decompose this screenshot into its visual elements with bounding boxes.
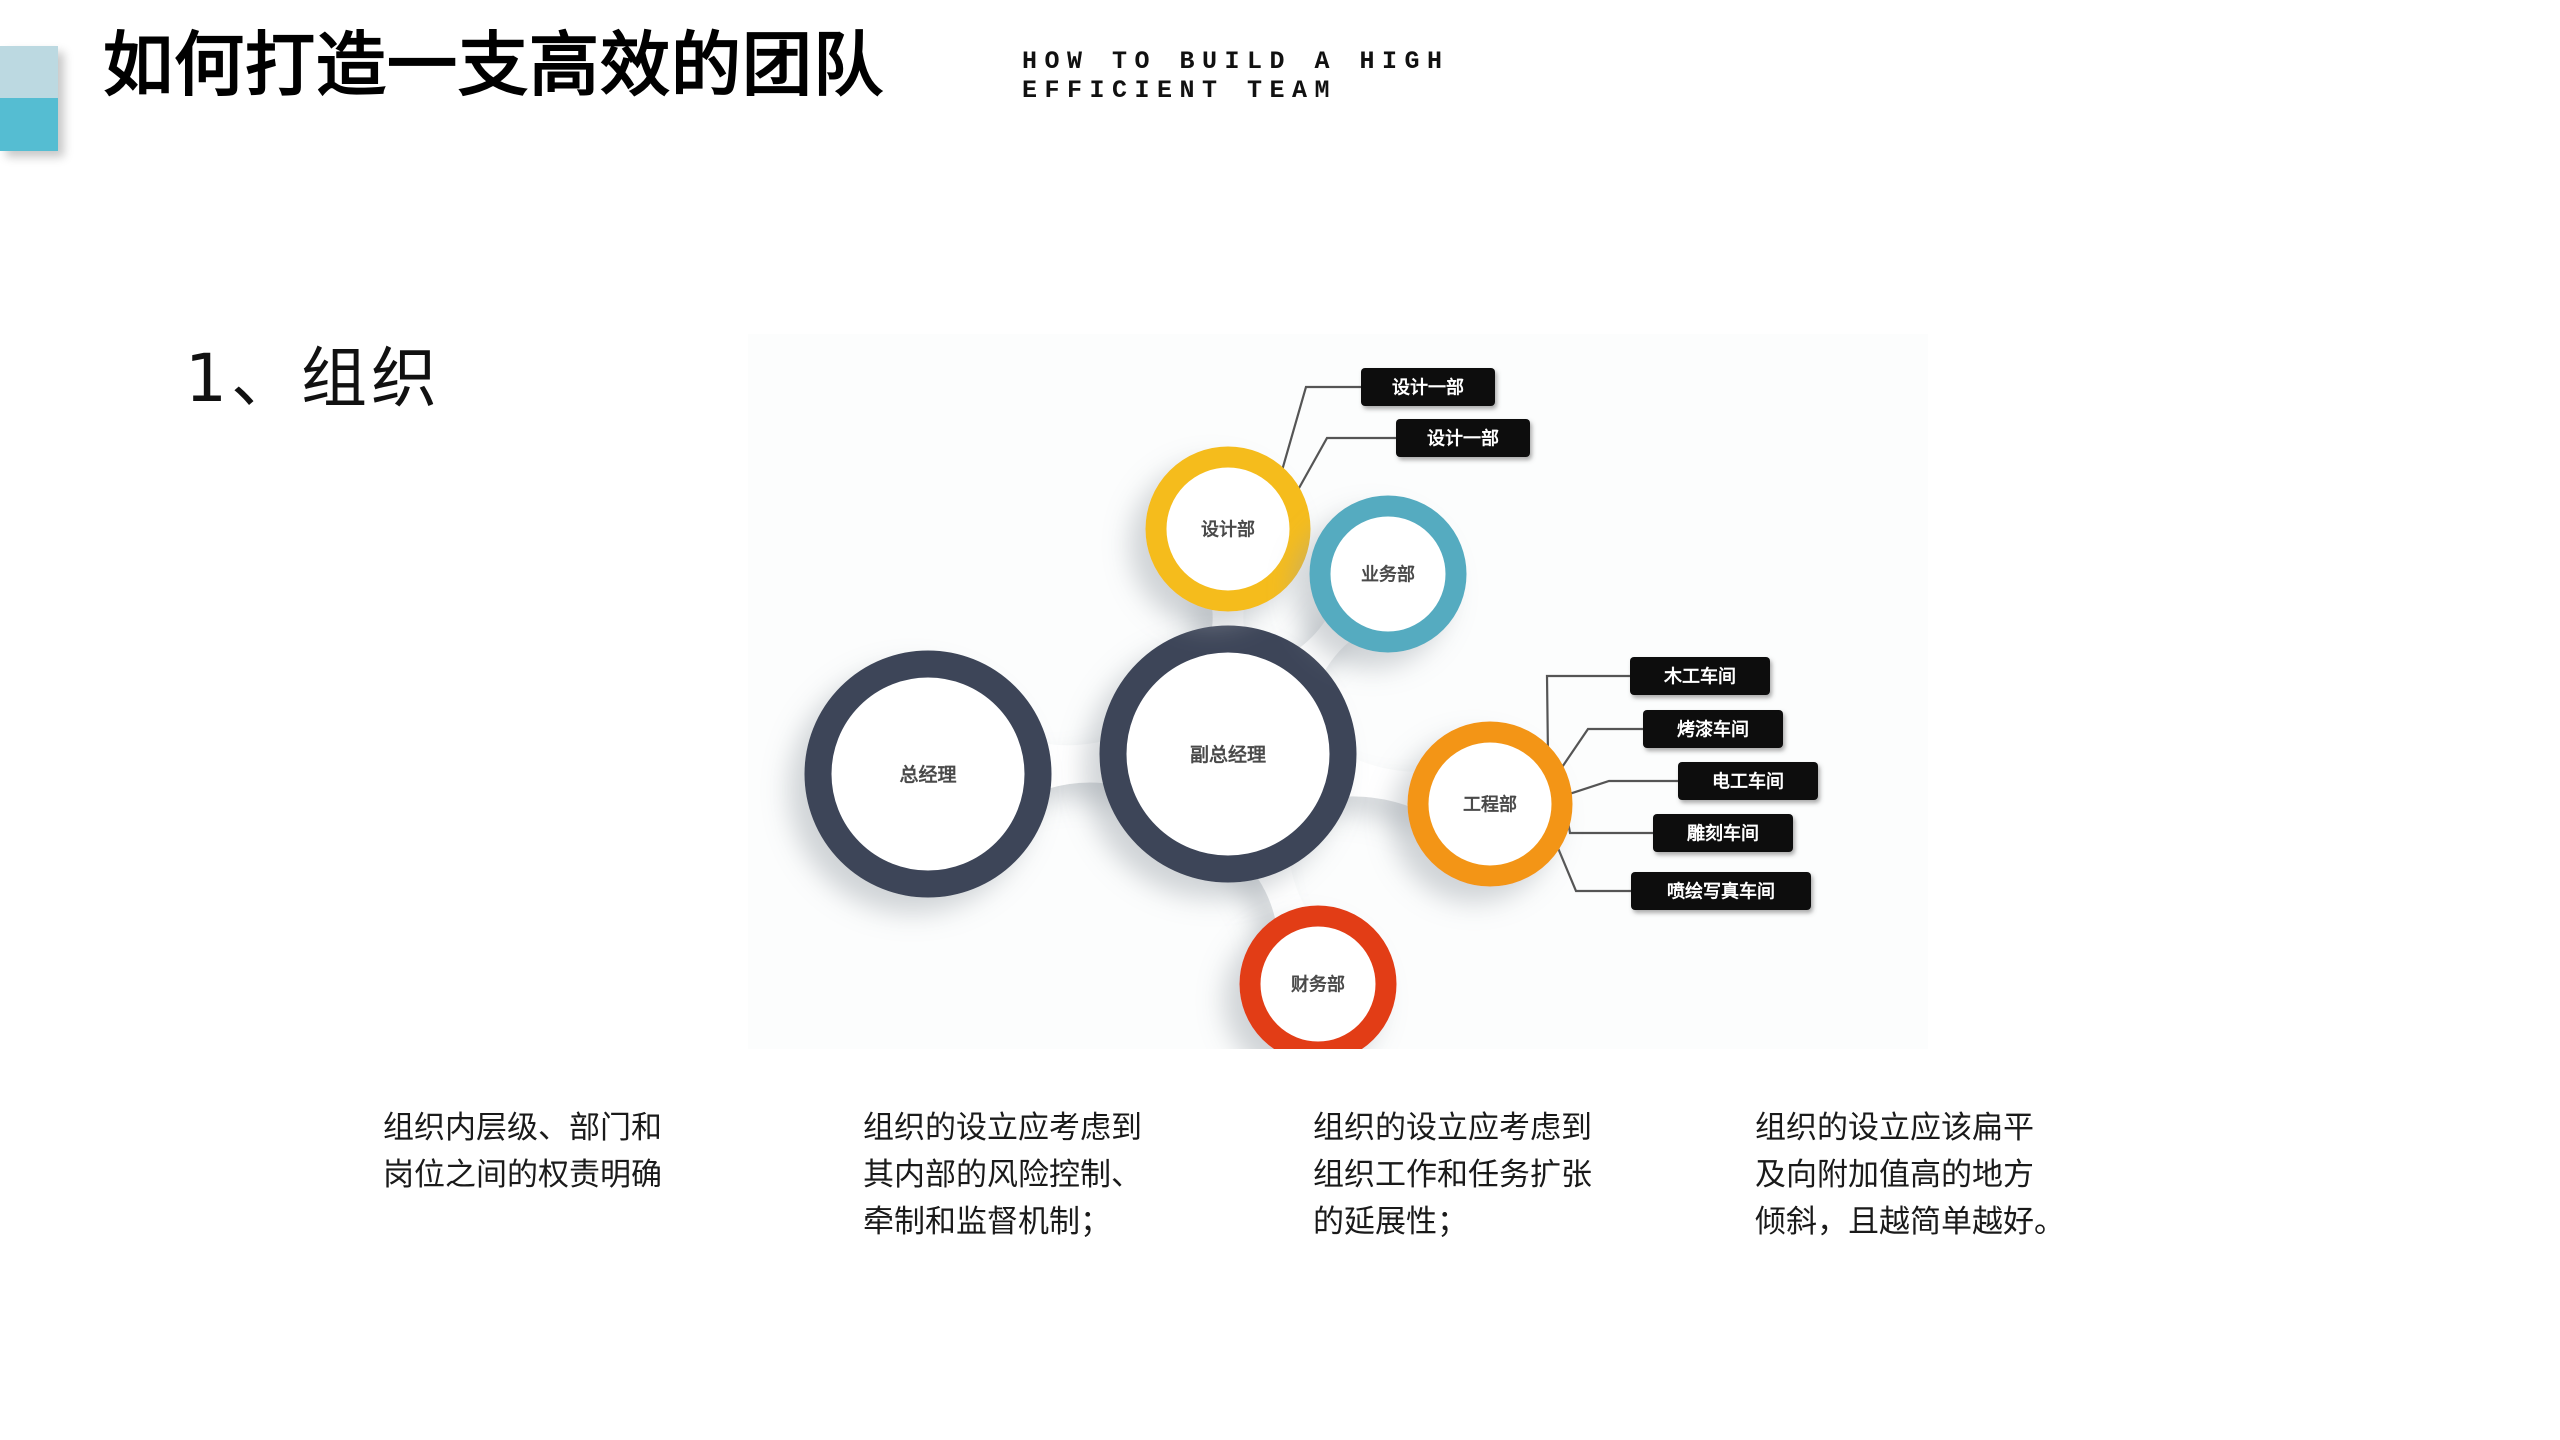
caption-item: 组织的设立应考虑到 组织工作和任务扩张 的延展性； [1313,1110,1592,1241]
leaf-label-text: 木工车间 [1663,666,1736,688]
org-node-ring [1239,905,1397,1049]
leaf-label-box [1653,814,1793,852]
leaf-label-4: 烤漆车间 [1643,710,1783,748]
org-chart-diagram: 副总经理总经理设计部业务部工程部财务部 设计一部设计一部木工车间烤漆车间电工车间… [748,334,1928,1049]
leaf-label-text: 烤漆车间 [1677,719,1749,741]
leaf-label-3: 木工车间 [1630,657,1770,695]
org-node-design: 设计部 [1145,446,1311,612]
org-node-ring [1145,446,1311,612]
org-node-finance: 财务部 [1239,905,1397,1049]
leaf-label-5: 电工车间 [1678,762,1818,800]
leaf-connector-line [1545,674,1630,752]
leaf-label-box [1643,710,1783,748]
leaf-label-box [1396,419,1530,457]
leaf-connector-line [1567,779,1678,796]
accent-bar-top-segment [0,46,58,98]
leaf-connector-line [1280,385,1361,473]
leaf-label-box [1631,872,1811,910]
leaf-connector-line [1296,436,1396,493]
leaf-label-text: 设计一部 [1392,377,1464,399]
org-node-ring [804,650,1052,898]
caption-item: 组织的设立应该扁平 及向附加值高的地方 倾斜，且越简单越好。 [1755,1110,2065,1241]
page-title: 如何打造一支高效的团队 [103,24,884,106]
leaf-connector-line [1555,844,1631,893]
leaf-label-box [1630,657,1770,695]
accent-bar [0,46,58,151]
leaf-connector-line [1566,817,1653,835]
leaf-label-text: 电工车间 [1712,771,1784,793]
leaf-label-box [1361,368,1495,406]
caption-item: 组织内层级、部门和 岗位之间的权责明确 [383,1110,662,1194]
leaf-label-1: 设计一部 [1361,368,1495,406]
slide-header: 如何打造一支高效的团队 HOW TO BUILD A HIGH EFFICIEN… [0,0,2560,180]
org-node-deputy: 副总经理 [1099,625,1357,883]
leaf-label-6: 雕刻车间 [1653,814,1793,852]
leaf-label-box [1678,762,1818,800]
accent-bar-bottom-segment [0,98,58,151]
org-node-label: 设计部 [1201,518,1255,540]
caption-row: 组织内层级、部门和 岗位之间的权责明确 组织的设立应考虑到 其内部的风险控制、 … [0,1105,2560,1325]
org-node-engineer: 工程部 [1407,721,1573,887]
org-node-label: 工程部 [1463,793,1517,815]
leaf-label-7: 喷绘写真车间 [1631,872,1811,910]
page-subtitle-english: HOW TO BUILD A HIGH EFFICIENT TEAM [1022,47,1450,105]
caption-item: 组织的设立应考虑到 其内部的风险控制、 牵制和监督机制； [863,1110,1142,1241]
leaf-label-text: 雕刻车间 [1687,823,1759,845]
leaf-label-2: 设计一部 [1396,419,1530,457]
leaf-label-text: 设计一部 [1427,428,1499,450]
leaf-connector-line [1559,727,1643,771]
org-node-business: 业务部 [1309,495,1467,653]
org-node-gm: 总经理 [804,650,1052,898]
section-heading: 1、组织 [185,340,441,417]
org-node-label: 业务部 [1361,563,1415,585]
org-node-ring [1309,495,1467,653]
org-node-label: 总经理 [899,763,956,786]
org-node-label: 财务部 [1291,973,1345,995]
org-node-label: 副总经理 [1190,743,1266,766]
leaf-label-text: 喷绘写真车间 [1667,881,1775,903]
org-node-ring [1099,625,1357,883]
org-node-ring [1407,721,1573,887]
